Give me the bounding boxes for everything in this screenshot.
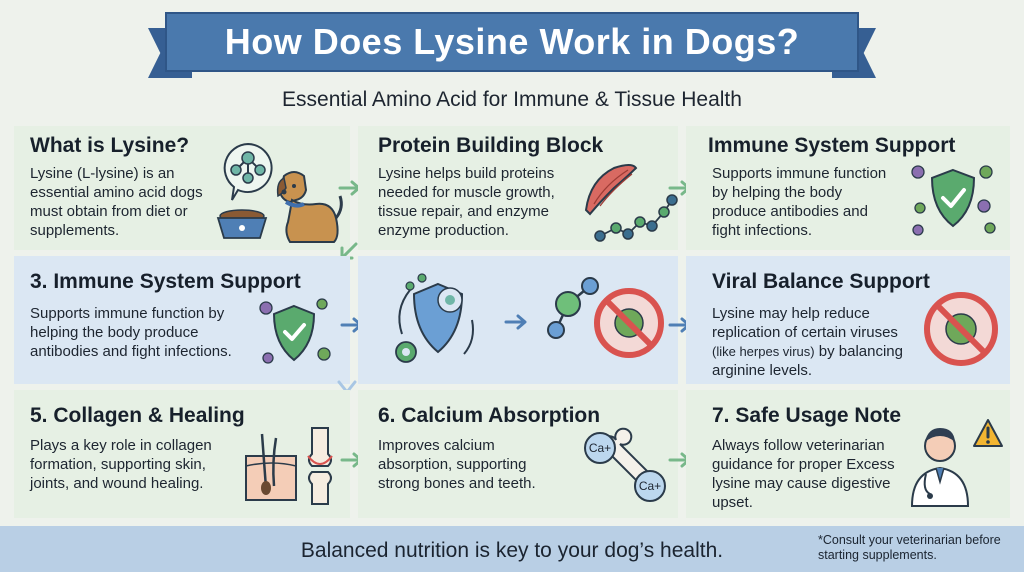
no-virus-icon [924, 292, 998, 366]
dog-bowl-icon [216, 209, 268, 239]
knee-joint-icon [307, 427, 333, 505]
card-body: Improves calcium absorption, supporting … [378, 437, 536, 492]
muscle-icon [584, 164, 638, 216]
title-banner: How Does Lysine Work in Dogs? [165, 12, 859, 72]
card-body: Lysine may help reduce replication of ce… [712, 304, 922, 380]
card-body: Always follow veterinarian guidance for … [712, 437, 895, 511]
no-virus-icon [594, 288, 664, 358]
dog-icon [276, 171, 343, 243]
footer-note: *Consult your veterinarian before starti… [818, 533, 1001, 562]
footer-message: Balanced nutrition is key to your dog’s … [300, 539, 724, 562]
card-protein-building-block: Protein Building Block Lysine helps buil… [358, 126, 678, 250]
doctor-icon [910, 428, 970, 507]
header: How Does Lysine Work in Dogs? Essential … [0, 0, 1024, 120]
calcium-ion-icon: Ca+ [584, 432, 616, 464]
amino-chain-icon [594, 194, 678, 242]
shield-check-icon [911, 165, 996, 236]
card-title: Protein Building Block [378, 134, 604, 157]
card-body-note: (like herpes virus) [712, 344, 815, 359]
card-collagen-healing: 5. Collagen & Healing Plays a key role i… [14, 390, 350, 518]
card-body: Supports immune function by helping the … [30, 305, 232, 360]
card-title: 3. Immune System Support [30, 270, 301, 293]
warning-icon [973, 419, 1003, 447]
page-title: How Does Lysine Work in Dogs? [224, 21, 800, 62]
card-title: Immune System Support [708, 134, 956, 157]
shield-cycle-icon [395, 273, 474, 363]
card-title: What is Lysine? [30, 134, 190, 157]
card-safe-usage-note: 7. Safe Usage Note Always follow veterin… [686, 390, 1010, 518]
arrow-right-icon [504, 314, 527, 330]
card-body: Lysine helps build proteins needed for m… [378, 165, 555, 239]
card-what-is-lysine: What is Lysine? Lysine (L-lysine) is an … [14, 126, 350, 250]
card-title: 7. Safe Usage Note [712, 404, 902, 427]
card-body: Supports immune function by helping the … [712, 165, 887, 239]
card-title: 5. Collagen & Healing [30, 404, 245, 427]
shield-check-icon [259, 298, 331, 364]
card-calcium-absorption: 6. Calcium Absorption Improves calcium a… [358, 390, 678, 518]
page-subtitle: Essential Amino Acid for Immune & Tissue… [282, 88, 742, 111]
card-body: Plays a key role in collagen formation, … [30, 437, 212, 492]
card-title: 6. Calcium Absorption [378, 404, 601, 427]
molecule-icon [547, 277, 599, 339]
calcium-ion-icon: Ca+ [634, 470, 666, 502]
skin-icon [245, 433, 297, 501]
card-immune-system-support-3: 3. Immune System Support Supports immune… [14, 256, 350, 384]
card-body-end: by balancing arginine levels. [712, 343, 903, 379]
card-immune-system-support: Immune System Support Supports immune fu… [686, 126, 1010, 250]
molecule-icon [223, 142, 273, 201]
footer: Balanced nutrition is key to your dog’s … [0, 526, 1024, 572]
card-title: Viral Balance Support [712, 270, 930, 293]
card-viral-balance-support: Viral Balance Support Lysine may help re… [686, 256, 1010, 384]
card-body: Lysine (L-lysine) is an essential amino … [30, 165, 203, 239]
card-body-main: Lysine may help reduce replication of ce… [712, 305, 898, 341]
card-immune-mechanism [358, 256, 678, 384]
